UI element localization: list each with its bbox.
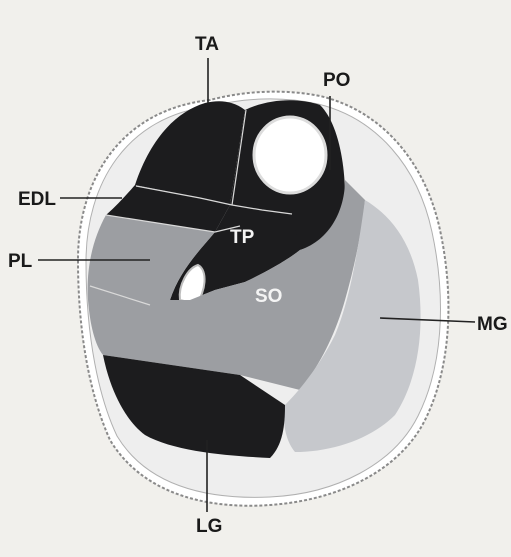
- tibia-bone: [254, 117, 326, 193]
- label-mg: MG: [477, 314, 508, 335]
- label-so: SO: [255, 286, 282, 307]
- label-pl: PL: [8, 251, 33, 272]
- label-lg: LG: [196, 516, 222, 537]
- label-edl: EDL: [18, 189, 56, 210]
- label-tp: TP: [230, 227, 255, 248]
- label-ta: TA: [195, 34, 219, 55]
- label-po: PO: [323, 70, 350, 91]
